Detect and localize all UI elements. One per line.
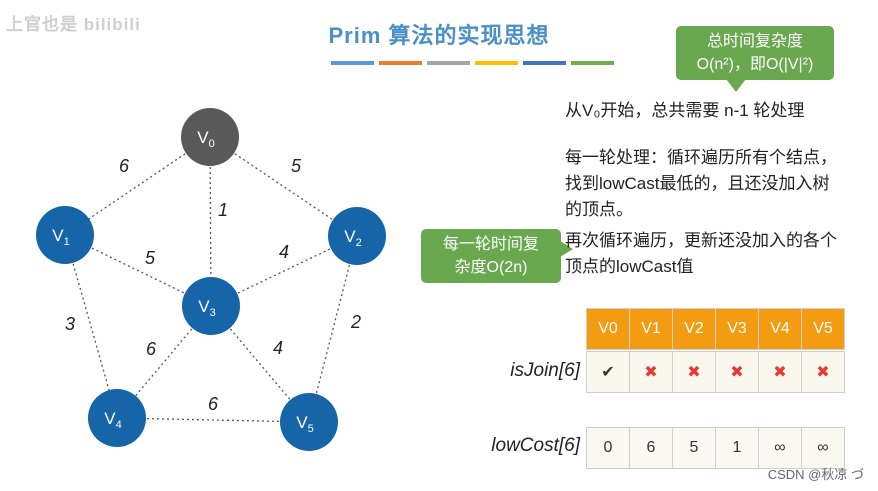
title-bar-3 (427, 61, 470, 65)
callout-top-line2: O(n²)，即O(|V|²) (696, 56, 814, 73)
isjoin-label: isJoin[6] (510, 360, 580, 381)
title-bar-4 (475, 61, 518, 65)
edge-V2-V5 (308, 235, 358, 423)
edge-V4-V5 (116, 417, 310, 423)
header-cell: V0 (586, 308, 630, 350)
lowcost-cell: 0 (586, 427, 630, 469)
node-V1: V1 (36, 206, 94, 264)
isjoin-cell: ✖ (672, 351, 716, 393)
header-cell: V3 (715, 308, 759, 350)
node-V3: V3 (182, 277, 240, 335)
lowcost-cell: 5 (672, 427, 716, 469)
callout-top-line1: 总时间复杂度 (706, 33, 803, 50)
text-rounds: 从V₀开始，总共需要 n-1 轮处理 (565, 101, 805, 120)
edge-weight-V0-V2: 5 (291, 156, 302, 176)
lowcost-array: 0 6 5 1 ∞ ∞ (586, 427, 845, 469)
slide-title: Prim 算法的实现思想 (328, 23, 550, 48)
csdn-footer: CSDN @秋凉 づ (767, 467, 864, 482)
node-V4: V4 (88, 389, 146, 447)
header-cell: V4 (758, 308, 802, 350)
total-complexity-callout: 总时间复杂度 O(n²)，即O(|V|²) (676, 26, 834, 92)
edge-weight-V2-V5: 2 (350, 312, 361, 332)
edge-weight-V4-V5: 6 (208, 394, 219, 414)
lowcost-cell: 6 (629, 427, 673, 469)
lowcost-cell: 1 (715, 427, 759, 469)
text-find-min: 每一轮处理：循环遍历所有个结点，找到lowCast最低的，且还没加入树的顶点。 (565, 148, 837, 219)
edge-weight-V0-V1: 6 (119, 156, 130, 176)
title-color-bars (331, 61, 614, 65)
edge-weight-V1-V3: 5 (145, 248, 156, 268)
header-cell: V1 (629, 308, 673, 350)
edge-weight-V0-V3: 1 (218, 200, 228, 220)
title-bar-2 (379, 61, 422, 65)
isjoin-cell: ✖ (629, 351, 673, 393)
edge-weight-V1-V4: 3 (65, 314, 75, 334)
isjoin-array: ✔ ✖ ✖ ✖ ✖ ✖ (586, 351, 845, 393)
isjoin-cell: ✔ (586, 351, 630, 393)
node-circle (181, 108, 239, 166)
title-bar-6 (571, 61, 614, 65)
isjoin-cell: ✖ (758, 351, 802, 393)
edge-weight-V2-V3: 4 (279, 242, 289, 262)
node-V2: V2 (328, 207, 386, 265)
bilibili-watermark: 上官也是 bilibili (6, 15, 141, 34)
node-circle (36, 206, 94, 264)
isjoin-cell: ✖ (801, 351, 845, 393)
node-V0: V0 (181, 108, 239, 166)
header-cell: V2 (672, 308, 716, 350)
node-V5: V5 (280, 393, 338, 451)
node-circle (88, 389, 146, 447)
edge-V0-V1 (64, 136, 211, 236)
node-circle (182, 277, 240, 335)
callout-mid-line2: 杂度O(2n) (454, 259, 528, 276)
node-circle (280, 393, 338, 451)
round-complexity-callout: 每一轮时间复 杂度O(2n) (421, 229, 573, 283)
lowcost-cell: ∞ (758, 427, 802, 469)
text-update: 再次循环遍历，更新还没加入的各个顶点的lowCast值 (565, 231, 837, 276)
header-cell: V5 (801, 308, 845, 350)
edge-weight-V3-V5: 4 (273, 338, 283, 358)
vertex-header-row: V0 V1 V2 V3 V4 V5 (586, 308, 845, 350)
edge-V1-V4 (64, 234, 118, 419)
title-bar-5 (523, 61, 566, 65)
node-circle (328, 207, 386, 265)
edge-weight-V3-V4: 6 (146, 339, 157, 359)
isjoin-cell: ✖ (715, 351, 759, 393)
title-bar-1 (331, 61, 374, 65)
callout-mid-line1: 每一轮时间复 (442, 236, 539, 253)
lowcost-label: lowCost[6] (491, 435, 580, 456)
lowcost-cell: ∞ (801, 427, 845, 469)
